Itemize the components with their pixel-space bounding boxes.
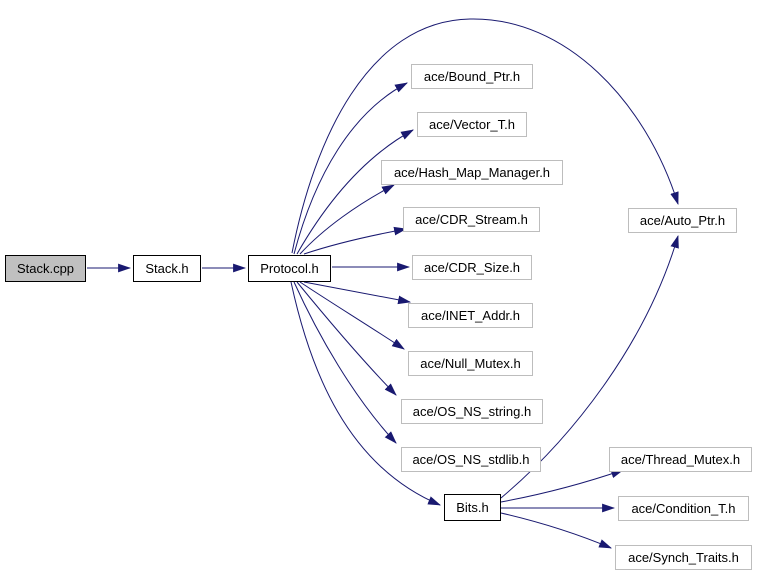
node-ace-cdr-stream-h[interactable]: ace/CDR_Stream.h [403,207,540,232]
edge-protocol-h-to-bound-ptr [293,82,408,255]
node-ace-os-ns-string-h[interactable]: ace/OS_NS_string.h [401,399,543,424]
edge-bits-h-to-auto-ptr [500,234,679,499]
node-ace-hash-map-manager-h[interactable]: ace/Hash_Map_Manager.h [381,160,563,185]
node-ace-thread-mutex-h[interactable]: ace/Thread_Mutex.h [609,447,752,472]
node-ace-vector-t-h[interactable]: ace/Vector_T.h [417,112,527,137]
node-ace-condition-t-h[interactable]: ace/Condition_T.h [618,496,749,521]
edge-protocol-h-to-inet-addr [303,281,412,305]
edge-protocol-h-to-os-ns-string [296,281,397,396]
node-ace-synch-traits-h[interactable]: ace/Synch_Traits.h [615,545,752,570]
node-stack-h[interactable]: Stack.h [133,255,201,282]
edge-protocol-h-to-vector-t [296,129,414,255]
edge-protocol-h-to-null-mutex [299,281,405,350]
node-ace-cdr-size-h[interactable]: ace/CDR_Size.h [412,255,532,280]
node-protocol-h[interactable]: Protocol.h [248,255,331,282]
node-ace-auto-ptr-h[interactable]: ace/Auto_Ptr.h [628,208,737,233]
edge-protocol-h-to-os-ns-stdlib [293,281,397,444]
node-stack-cpp: Stack.cpp [5,255,86,282]
edge-protocol-h-to-cdr-stream [303,226,408,255]
edge-protocol-h-to-bits-h [290,281,441,506]
edge-bits-h-to-synch-traits [500,512,612,549]
node-ace-inet-addr-h[interactable]: ace/INET_Addr.h [408,303,533,328]
node-ace-os-ns-stdlib-h[interactable]: ace/OS_NS_stdlib.h [401,447,541,472]
edge-protocol-h-to-hash-map [299,184,395,255]
node-bits-h[interactable]: Bits.h [444,494,501,521]
node-ace-null-mutex-h[interactable]: ace/Null_Mutex.h [408,351,533,376]
node-ace-bound-ptr-h[interactable]: ace/Bound_Ptr.h [411,64,533,89]
edge-protocol-h-to-auto-ptr [291,18,679,254]
edge-bits-h-to-thread-mutex [500,469,625,503]
